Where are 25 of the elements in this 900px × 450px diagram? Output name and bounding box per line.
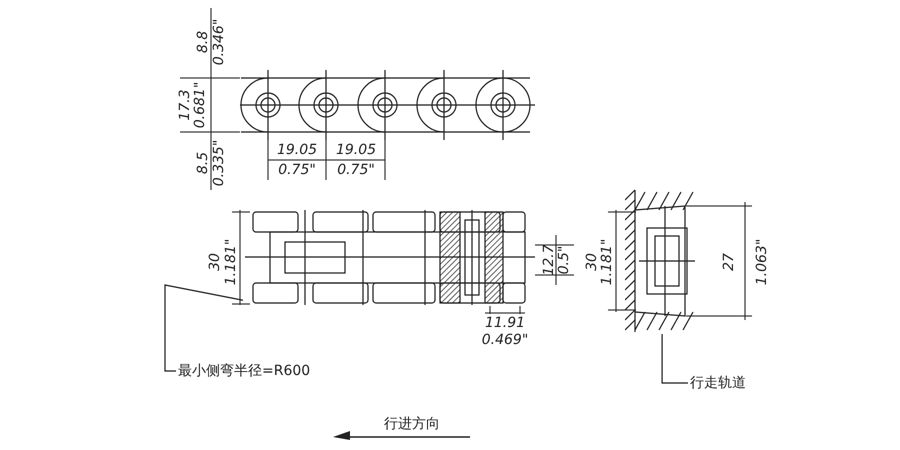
dimension-text: 0.335"	[212, 140, 226, 186]
dimension-text: 8.5	[196, 152, 210, 174]
dimension-text: 19.05	[276, 143, 318, 157]
dimension-text: 0.346"	[212, 18, 226, 66]
callout-text: 最小侧弯半径=R600	[178, 362, 310, 380]
dimension-text: 19.05	[336, 143, 376, 157]
direction-label: 行进方向	[384, 417, 440, 431]
callout-text: 行走轨道	[690, 374, 746, 392]
dimension-text: 11.91	[484, 316, 526, 330]
dimension-text: 12.7	[542, 244, 556, 276]
dimension-text: 0.75"	[337, 163, 375, 177]
dimension-text: 30	[585, 253, 599, 271]
dimension-text: 8.8	[196, 30, 210, 54]
leader-line	[662, 334, 688, 384]
dimension-text: 27	[722, 253, 736, 271]
dimension-text: 1.181"	[224, 238, 238, 286]
dimension-text: 17.3	[178, 89, 192, 121]
dimension-text: 0.681"	[193, 82, 207, 128]
dimension-text: 0.469"	[482, 333, 528, 347]
dimension-text: 1.063"	[755, 238, 769, 286]
dimension-text: 30	[208, 253, 222, 271]
leader-line	[164, 284, 244, 372]
dimension-text: 0.75"	[278, 163, 316, 177]
dimension-text: 1.181"	[600, 238, 614, 286]
dimension-text: 0.5"	[557, 246, 571, 274]
